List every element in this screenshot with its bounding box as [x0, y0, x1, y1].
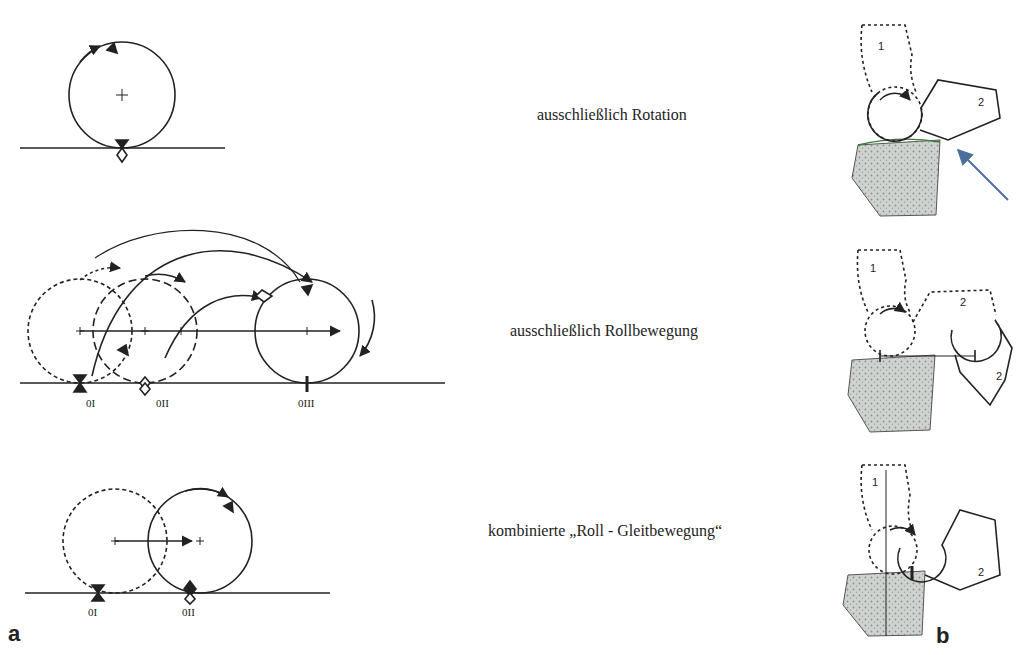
row-caption: ausschließlich Rollbewegung [510, 322, 698, 340]
part-number: 2 [960, 296, 966, 308]
panel-letter: b [936, 624, 949, 648]
row-caption: ausschließlich Rotation [537, 106, 687, 124]
part-number: 1 [872, 476, 878, 488]
part-number: 1 [870, 262, 876, 274]
point-label: 0I [88, 606, 97, 618]
point-label: 0II [182, 606, 195, 618]
part-number: 2 [996, 370, 1002, 382]
part-number: 2 [978, 96, 984, 108]
row-caption: kombinierte „Roll - Gleitbewegung“ [488, 522, 722, 540]
panel-letter: a [8, 622, 20, 646]
part-number: 1 [878, 40, 884, 52]
part-number: 2 [978, 566, 984, 578]
point-label: 0I [86, 397, 95, 409]
point-label: 0II [156, 397, 169, 409]
point-label: 0III [298, 397, 315, 409]
